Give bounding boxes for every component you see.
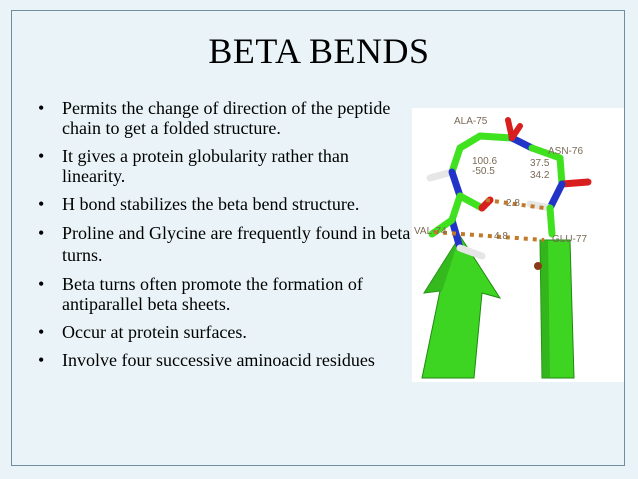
- slide-frame: [11, 10, 625, 466]
- atom-dot: [534, 262, 542, 270]
- bullet-item: • Involve four successive aminoacid resi…: [38, 350, 414, 370]
- bullet-item: • H bond stabilizes the beta bend structu…: [38, 194, 414, 214]
- bullet-icon: •: [38, 98, 45, 118]
- bullet-item: • Occur at protein surfaces.: [38, 322, 414, 342]
- angle-label: 34.2: [530, 170, 550, 181]
- angle-label: 100.6: [472, 156, 497, 167]
- residue-label: ASN-76: [548, 146, 583, 157]
- bullet-text: Beta turns often promote the formation o…: [62, 274, 363, 314]
- bullet-icon: •: [38, 274, 45, 294]
- residue-label: GLU-77: [552, 234, 587, 245]
- residue-label: VAL-74: [414, 226, 447, 237]
- bullet-text: Occur at protein surfaces.: [62, 322, 247, 342]
- bullet-icon: •: [38, 322, 45, 342]
- beta-strand-ribbon-right-shade: [540, 240, 550, 378]
- distance-label: 4.8: [494, 231, 508, 242]
- beta-strand-arrow-left: [421, 235, 502, 379]
- bullet-text: Permits the change of direction of the p…: [62, 98, 391, 138]
- angle-label: 37.5: [530, 158, 550, 169]
- bullet-item: • It gives a protein globularity rather t…: [38, 146, 414, 186]
- residue-label: ALA-75: [454, 116, 488, 127]
- bullet-text: H bond stabilizes the beta bend structur…: [62, 194, 360, 214]
- bullet-item: • Proline and Glycine are frequently foun…: [38, 222, 414, 266]
- distance-label: 2.8: [506, 198, 520, 209]
- bullet-text: Proline and Glycine are frequently found…: [62, 223, 411, 265]
- bullet-text: Involve four successive aminoacid residu…: [62, 350, 375, 370]
- bullet-icon: •: [38, 223, 45, 243]
- bullet-icon: •: [38, 194, 45, 214]
- angle-label: -50.5: [472, 166, 495, 177]
- beta-strand-arrow-left-shade: [424, 236, 460, 293]
- slide-title: BETA BENDS: [208, 31, 430, 71]
- bullet-item: • Beta turns often promote the formation …: [38, 274, 414, 314]
- bullet-item: • Permits the change of direction of the …: [38, 98, 414, 138]
- bullet-text: It gives a protein globularity rather th…: [62, 146, 349, 186]
- bullet-list: • Permits the change of direction of the …: [38, 98, 414, 378]
- bullet-icon: •: [38, 146, 45, 166]
- beta-turn-figure: ALA-75 ASN-76 VAL-74 GLU-77 100.6 -50.5 …: [412, 108, 624, 382]
- beta-turn-molecule-illustration: ALA-75 ASN-76 VAL-74 GLU-77 100.6 -50.5 …: [414, 116, 592, 379]
- hydrogen-bonds: [433, 198, 545, 242]
- bullet-icon: •: [38, 350, 45, 370]
